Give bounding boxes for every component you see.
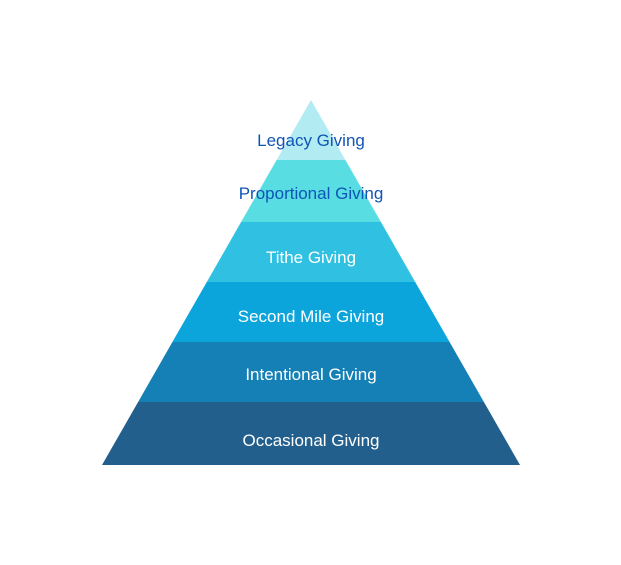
pyramid-segment-legacy-giving	[276, 100, 346, 160]
pyramid-segment-tithe-giving	[206, 222, 416, 282]
pyramid-segment-intentional-giving	[138, 342, 484, 402]
label-second-mile-giving: Second Mile Giving	[238, 307, 384, 326]
pyramid-segment-occasional-giving	[102, 402, 520, 465]
pyramid-segment-proportional-giving	[241, 160, 381, 222]
label-tithe-giving: Tithe Giving	[266, 248, 356, 267]
label-legacy-giving: Legacy Giving	[257, 131, 365, 150]
label-proportional-giving: Proportional Giving	[239, 184, 384, 203]
label-intentional-giving: Intentional Giving	[245, 365, 376, 384]
label-occasional-giving: Occasional Giving	[242, 431, 379, 450]
pyramid-segment-second-mile-giving	[172, 282, 450, 342]
